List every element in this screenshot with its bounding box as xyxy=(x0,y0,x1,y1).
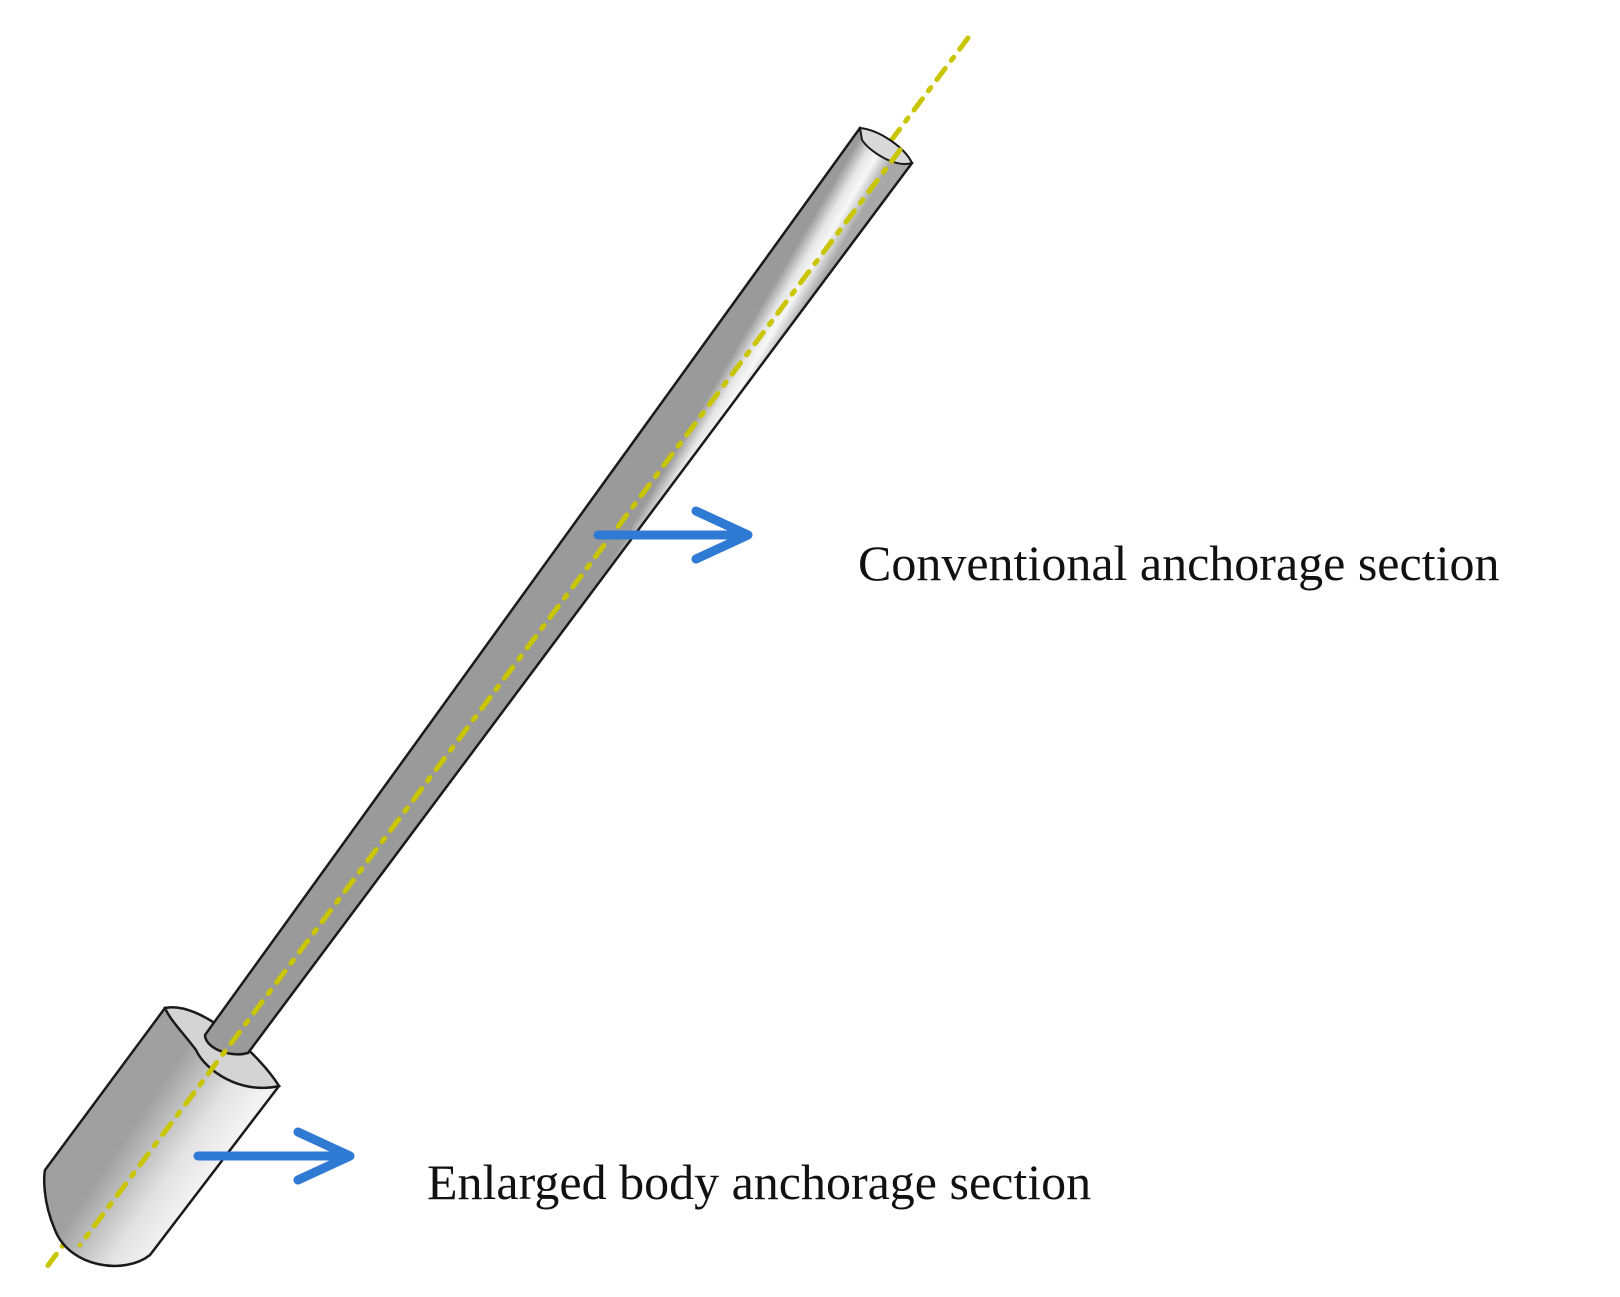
arrow-enlarged xyxy=(193,1127,355,1185)
enlarged-body-anchorage-label: Enlarged body anchorage section xyxy=(427,1154,1092,1210)
conventional-anchorage-label: Conventional anchorage section xyxy=(858,535,1500,591)
conventional-rod-section xyxy=(203,126,914,1056)
arrow-conventional xyxy=(593,506,753,564)
anchor-axis-overlay xyxy=(77,147,903,1248)
